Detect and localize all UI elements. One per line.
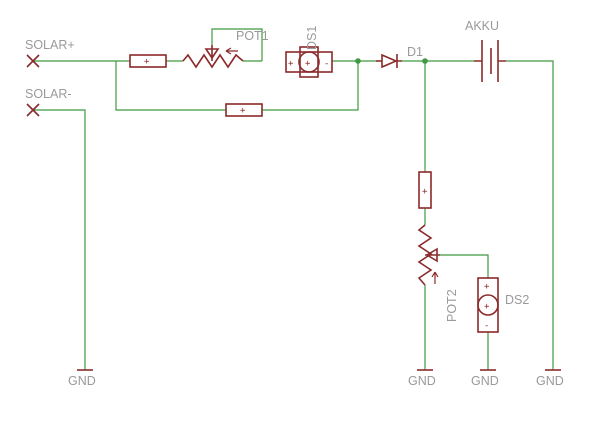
resistor-pin-mark: + <box>240 106 246 116</box>
ds1-pin-plus: + <box>305 59 311 69</box>
wire-solar-minus <box>33 109 86 370</box>
ds1-pin-plus-left: + <box>288 59 294 69</box>
battery-akku: AKKU <box>465 19 506 82</box>
ds2-label: DS2 <box>505 293 529 307</box>
ds2-pin-minus: - <box>484 321 489 331</box>
connector-solar-minus: SOLAR- <box>25 87 72 117</box>
resistor-r2: + <box>225 103 263 117</box>
pot2-small-arrow <box>431 271 439 284</box>
indicator-ds2: + + - DS2 <box>477 277 529 333</box>
diode-d1: D1 <box>376 45 423 69</box>
resistor-r3: + <box>418 171 432 209</box>
pot1-wiper-arrow <box>204 45 220 61</box>
junction-node-d1 <box>422 58 428 64</box>
ds2-pin-plus-center: + <box>484 302 490 312</box>
ground-label: GND <box>471 374 499 388</box>
wires <box>33 28 554 370</box>
potentiometer-pot1: POT1 <box>182 29 269 69</box>
wire-bypass <box>115 61 226 111</box>
connector-x-icon <box>26 54 40 68</box>
ground-2: GND <box>408 369 436 388</box>
connector-solar-plus: SOLAR+ <box>25 38 75 68</box>
ds1-label: DS1 <box>305 26 319 50</box>
pot2-label: POT2 <box>445 289 459 322</box>
pot1-small-arrow <box>225 47 238 55</box>
ground-4: GND <box>536 369 564 388</box>
pot1-label: POT1 <box>236 29 269 43</box>
junction-node-left <box>355 58 361 64</box>
potentiometer-pot2: POT2 <box>417 224 459 322</box>
diode-triangle-icon <box>381 53 399 69</box>
connector-label-solar-plus: SOLAR+ <box>25 38 75 52</box>
ground-label: GND <box>536 374 564 388</box>
pot1-zigzag <box>182 53 244 69</box>
ground-3: GND <box>471 369 499 388</box>
ground-label: GND <box>408 374 436 388</box>
ground-1: GND <box>68 369 96 388</box>
wire-bypass-right <box>262 61 359 111</box>
pot2-zigzag <box>417 224 433 286</box>
d1-label: D1 <box>407 45 423 59</box>
ds2-pin-plus: + <box>484 282 490 292</box>
wire-pot2-wiper <box>440 254 489 278</box>
wire-pot1-wiper <box>211 28 263 61</box>
pot2-wiper-arrow <box>425 247 440 263</box>
resistor-r1: + <box>129 54 167 68</box>
resistor-pin-mark: + <box>422 187 428 197</box>
wire-akku-gnd <box>506 60 554 370</box>
akku-label: AKKU <box>465 19 499 33</box>
indicator-ds1: + + - DS1 <box>285 26 333 78</box>
ground-label: GND <box>68 374 96 388</box>
connector-x-icon <box>26 103 40 117</box>
resistor-pin-mark: + <box>144 57 150 67</box>
connector-label-solar-minus: SOLAR- <box>25 87 72 101</box>
ds1-pin-minus: - <box>324 59 329 69</box>
